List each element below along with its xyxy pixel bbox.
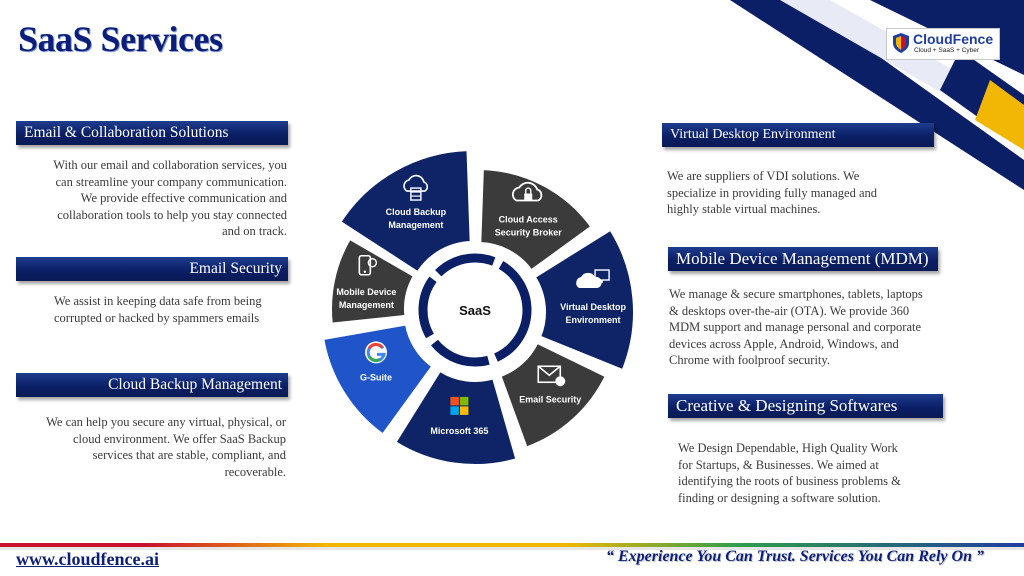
wheel-segment-shape xyxy=(330,237,416,325)
google-icon xyxy=(365,341,388,364)
virtual-desktop-text: We are suppliers of VDI solutions. We sp… xyxy=(667,168,927,218)
footer-divider xyxy=(0,543,1024,547)
shield-icon xyxy=(893,33,909,53)
wheel-segment-shape xyxy=(479,168,593,272)
text-line: We are suppliers of VDI solutions. We xyxy=(667,169,860,183)
wheel-segment-label: Management xyxy=(339,300,394,310)
wheel-segment-shape xyxy=(339,149,472,274)
mdm-heading: Mobile Device Management (MDM) xyxy=(668,247,938,271)
wheel-segment-label: Email Security xyxy=(519,394,581,404)
text-line: corrupted or hacked by spammers emails xyxy=(54,310,260,325)
text-line: Chrome with foolproof security. xyxy=(669,353,830,367)
text-line: MDM support and manage personal and corp… xyxy=(669,320,922,334)
creative-designing-text: We Design Dependable, High Quality Work … xyxy=(678,440,948,506)
wheel-segment-label: Cloud Access xyxy=(499,215,558,225)
text-line: & desktops over-the-air (OTA). We provid… xyxy=(669,303,910,318)
cloudfence-logo[interactable]: CloudFence Cloud + SaaS + Cyber xyxy=(886,28,1000,60)
text-line: We provide effective communication and xyxy=(80,191,287,205)
footer-slogan: “ Experience You Can Trust. Services You… xyxy=(606,548,984,565)
footer-shadow xyxy=(0,547,1024,550)
text-line: specialize in providing fully managed an… xyxy=(667,185,878,200)
text-line: highly stable virtual machines. xyxy=(667,202,821,216)
virtual-desktop-heading: Virtual Desktop Environment xyxy=(662,123,934,147)
website-link[interactable]: www.cloudfence.ai xyxy=(16,549,159,569)
creative-designing-heading: Creative & Designing Softwares xyxy=(668,394,943,418)
virtual-desktop-icon xyxy=(576,269,610,289)
text-line: collaboration tools to help you stay con… xyxy=(57,207,287,222)
text-line: We Design Dependable, High Quality Work xyxy=(678,441,898,455)
page-title: SaaS Services xyxy=(18,19,223,59)
text-line: With our email and collaboration service… xyxy=(53,158,287,172)
wheel-center-label: SaaS xyxy=(459,303,491,318)
email-collaboration-heading: Email & Collaboration Solutions xyxy=(16,121,288,145)
wheel-segment-label: Management xyxy=(388,220,443,230)
wheel-segment: Email Security xyxy=(499,341,607,449)
mobile-device-icon xyxy=(358,254,378,276)
cloud-backup-heading: Cloud Backup Management xyxy=(16,373,288,397)
text-line: for Startups, & Businesses. We aimed at xyxy=(678,457,879,472)
wheel-segment-label: Mobile Device xyxy=(336,287,396,297)
text-line: We manage & secure smartphones, tablets,… xyxy=(669,287,923,301)
wheel-segment-label: Environment xyxy=(566,315,621,325)
text-line: We can help you secure any virtual, phys… xyxy=(46,415,286,429)
logo-name: CloudFence xyxy=(913,31,994,47)
text-line: recoverable. xyxy=(224,464,286,479)
text-line: finding or designing a software solution… xyxy=(678,490,881,505)
wheel-segment-label: G-Suite xyxy=(360,372,392,382)
text-line: devices across Apple, Android, Windows, … xyxy=(669,336,899,351)
logo-tagline: Cloud + SaaS + Cyber xyxy=(914,47,980,54)
text-line: services that are stable, compliant, and xyxy=(92,448,286,462)
wheel-segment-label: Microsoft 365 xyxy=(430,426,488,436)
wheel-segment-shape xyxy=(322,323,434,436)
cloud-lock-icon xyxy=(511,181,543,202)
cloud-backup-text: We can help you secure any virtual, phys… xyxy=(16,414,286,480)
wheel-segment-label: Security Broker xyxy=(495,228,563,238)
cycle-arrows-ring xyxy=(418,253,532,367)
email-security-text: We assist in keeping data safe from bein… xyxy=(54,293,294,326)
wheel-segment-label: Cloud Backup xyxy=(386,207,447,217)
text-line: identifying the roots of business proble… xyxy=(678,474,901,488)
microsoft-icon xyxy=(450,396,469,415)
cloud-backup-icon xyxy=(403,174,429,201)
wheel-segment-shape xyxy=(499,341,607,449)
text-line: and on track. xyxy=(222,224,287,238)
email-security-icon xyxy=(537,365,566,387)
wheel-segment-shape xyxy=(394,369,518,465)
text-line: We assist in keeping data safe from bein… xyxy=(54,294,262,308)
email-security-heading: Email Security xyxy=(16,257,288,281)
wheel-center-disc xyxy=(413,248,537,372)
text-line: can streamline your company communicatio… xyxy=(55,174,287,189)
email-collaboration-text: With our email and collaboration service… xyxy=(16,157,287,240)
mdm-text: We manage & secure smartphones, tablets,… xyxy=(669,286,969,369)
wheel-segment: G-Suite xyxy=(322,323,434,436)
wheel-segment-shape xyxy=(533,228,635,372)
text-line: cloud environment. We offer SaaS Backup xyxy=(72,431,286,446)
wheel-segment: Microsoft 365 xyxy=(394,369,518,465)
wheel-segment-label: Virtual Desktop xyxy=(560,302,626,312)
